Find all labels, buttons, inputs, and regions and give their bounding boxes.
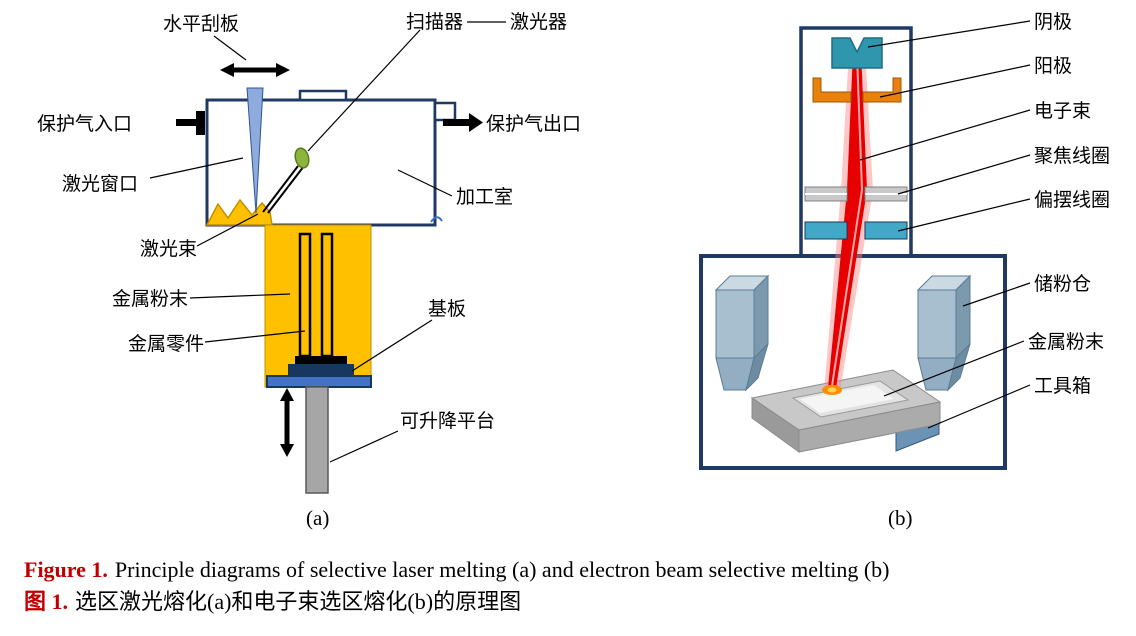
sublabel-a: (a) <box>306 506 329 530</box>
leader-focus-coil <box>897 154 1031 195</box>
caption-chinese: 图 1.选区激光熔化(a)和电子束选区熔化(b)的原理图 <box>24 588 1128 617</box>
leader-scanner <box>307 29 421 152</box>
leader-laser-window <box>149 157 244 179</box>
leader-substrate <box>351 319 433 372</box>
gas-outlet-pipe <box>433 101 457 122</box>
caption-english: Figure 1.Principle diagrams of selective… <box>24 556 1128 585</box>
slm-chamber-lid <box>298 89 348 102</box>
label-substrate: 基板 <box>428 298 466 320</box>
leader-chamber <box>397 169 453 197</box>
electron-beam-core <box>828 52 867 388</box>
powder-layer <box>800 385 894 413</box>
deflection-coil-left <box>804 221 848 240</box>
scraper-arrow-left <box>220 63 234 77</box>
label-laser-window: 激光窗口 <box>62 173 138 195</box>
label-electron-beam: 电子束 <box>1034 100 1091 122</box>
leader-cathode <box>867 20 1031 48</box>
label-deflection-coil: 偏摆线圈 <box>1034 189 1110 211</box>
hopper-left-front <box>715 289 755 359</box>
lift-arrow-up <box>280 388 294 401</box>
leader-tool-box <box>927 384 1031 429</box>
substrate-plate <box>266 375 372 388</box>
leader-laser-beam <box>196 213 259 247</box>
powder-hopper-left <box>714 274 770 392</box>
leader-scraper <box>213 35 247 61</box>
caption-en-label: Figure 1. <box>24 557 108 582</box>
melt-glow-inner <box>827 387 837 393</box>
figure-caption: Figure 1.Principle diagrams of selective… <box>24 556 1128 616</box>
anode-right <box>862 77 902 103</box>
lift-piston-rod <box>305 386 329 494</box>
anode-left <box>812 77 852 103</box>
sublabel-b: (b) <box>888 506 913 530</box>
label-chamber: 加工室 <box>456 186 513 208</box>
label-metal-powder-a: 金属粉末 <box>112 288 188 310</box>
table-left-side <box>751 397 800 453</box>
label-gas-inlet: 保护气入口 <box>37 113 132 135</box>
gas-outlet-arrow-shaft <box>443 119 469 126</box>
figure-canvas: 水平刮板 扫描器 激光器 保护气入口 保护气出口 激光窗口 加工室 激光束 金属… <box>37 11 1110 530</box>
build-table <box>750 369 942 453</box>
caption-en-text: Principle diagrams of selective laser me… <box>114 557 890 582</box>
leader-metal-part <box>204 330 306 343</box>
chamber-seal-detail <box>430 216 443 223</box>
label-focus-coil: 聚焦线圈 <box>1034 145 1110 167</box>
caption-zh-text: 选区激光熔化(a)和电子束选区熔化(b)的原理图 <box>75 588 522 614</box>
leader-lift-platform <box>329 430 399 463</box>
label-laser: 激光器 <box>510 11 567 33</box>
leader-deflection-coil <box>897 198 1031 232</box>
label-scraper: 水平刮板 <box>163 13 239 35</box>
leader-metal-powder-a <box>189 293 291 299</box>
gas-outlet-arrow-head <box>469 113 483 132</box>
scraper-blade <box>246 87 264 214</box>
label-scanner: 扫描器 <box>406 11 463 33</box>
laser-beam-line-1 <box>262 165 299 213</box>
label-cathode: 阴极 <box>1034 11 1072 33</box>
scanner-mirror <box>294 147 310 169</box>
scraper-arrow-right <box>276 63 290 77</box>
hopper-right-front <box>917 289 957 359</box>
laser-beam-line-2 <box>267 165 305 214</box>
slm-chamber-box <box>205 98 437 227</box>
powder-pile <box>205 198 273 226</box>
diagram-slm: 水平刮板 扫描器 激光器 保护气入口 保护气出口 激光窗口 加工室 激光束 金属… <box>37 11 581 530</box>
deflection-coil-right <box>864 221 908 240</box>
gas-inlet-port <box>196 111 205 135</box>
gas-inlet-arrow <box>176 119 198 126</box>
caption-zh-label: 图 1. <box>24 588 69 614</box>
leader-electron-beam <box>859 109 1031 161</box>
substrate-top-bar <box>295 356 347 364</box>
substrate-block <box>288 364 354 376</box>
leader-anode <box>879 64 1031 98</box>
cathode <box>831 37 883 69</box>
leader-metal-powder-b <box>883 340 1025 397</box>
lift-arrow-down <box>280 444 294 457</box>
label-laser-beam: 激光束 <box>140 238 197 260</box>
label-powder-bin: 储粉仓 <box>1034 273 1091 295</box>
diagram-ebsm: 阴极 阳极 电子束 聚焦线圈 偏摆线圈 储粉仓 金属粉末 工具箱 (b) <box>699 11 1110 530</box>
label-lift-platform: 可升降平台 <box>400 410 495 432</box>
label-tool-box: 工具箱 <box>1034 375 1091 397</box>
electron-beam-highlight <box>831 54 864 387</box>
leader-powder-bin <box>962 282 1031 307</box>
powder-hopper-right <box>916 274 972 392</box>
label-gas-outlet: 保护气出口 <box>486 113 581 135</box>
label-metal-powder-b: 金属粉末 <box>1028 331 1104 353</box>
hopper-left-funnel-side <box>745 343 769 392</box>
label-anode: 阳极 <box>1034 55 1072 77</box>
label-metal-part: 金属零件 <box>128 333 204 355</box>
